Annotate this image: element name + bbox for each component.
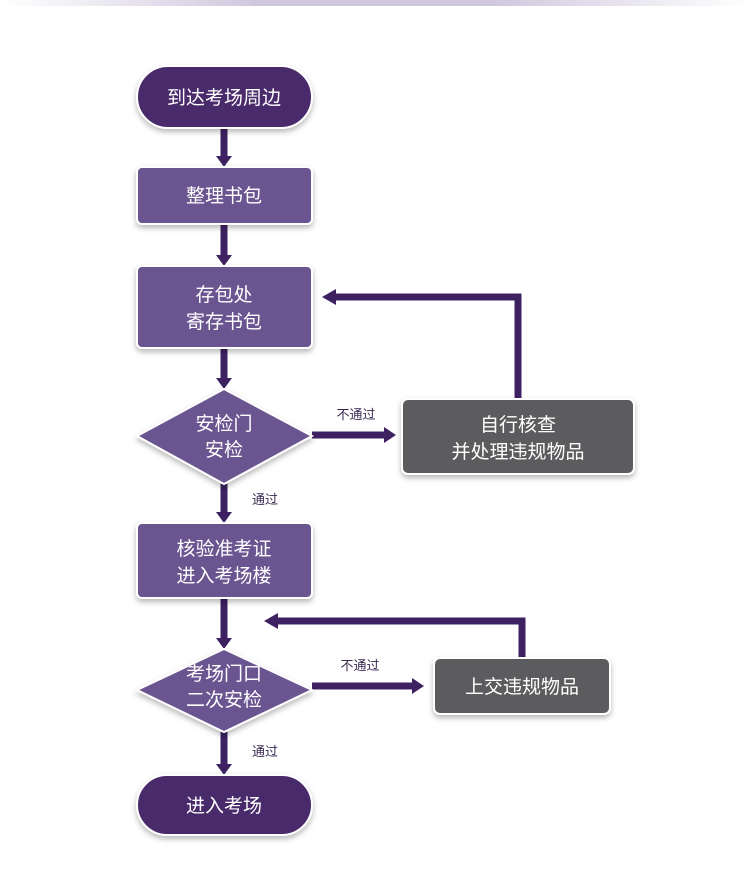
node-second-check-line1: 考场门口 bbox=[186, 663, 262, 685]
node-self-check-line1: 自行核查 bbox=[480, 414, 556, 436]
edge-label-pass-2: 通过 bbox=[252, 745, 278, 760]
node-gate-check-line1: 安检门 bbox=[195, 413, 252, 435]
node-deposit-line2: 寄存书包 bbox=[186, 311, 262, 333]
node-deposit-line1: 存包处 bbox=[195, 284, 252, 306]
node-arrive-label: 到达考场周边 bbox=[167, 87, 281, 109]
node-arrive: 到达考场周边 bbox=[136, 65, 313, 129]
arrow-handin-to-verify bbox=[278, 617, 526, 658]
node-second-check: 考场门口 二次安检 bbox=[134, 647, 315, 734]
node-verify-line2: 进入考场楼 bbox=[176, 565, 271, 587]
arrow-selfcheck-to-deposit bbox=[336, 293, 522, 400]
edge-label-pass-1: 通过 bbox=[252, 493, 278, 508]
node-deposit: 存包处 寄存书包 bbox=[136, 265, 313, 349]
node-enter: 进入考场 bbox=[136, 774, 313, 836]
node-organize-label: 整理书包 bbox=[186, 185, 262, 207]
node-self-check-line2: 并处理违规物品 bbox=[451, 441, 584, 463]
connectors bbox=[216, 128, 526, 775]
edge-label-fail-2: 不通过 bbox=[340, 659, 379, 674]
node-hand-in: 上交违规物品 bbox=[433, 657, 611, 715]
node-verify-line1: 核验准考证 bbox=[176, 538, 271, 560]
node-hand-in-label: 上交违规物品 bbox=[465, 676, 579, 698]
node-second-check-line2: 二次安检 bbox=[186, 689, 262, 711]
node-verify: 核验准考证 进入考场楼 bbox=[136, 522, 313, 599]
top-accent-bar bbox=[0, 0, 750, 6]
node-organize: 整理书包 bbox=[136, 166, 313, 225]
node-gate-check-line2: 安检 bbox=[205, 439, 243, 461]
node-gate-check: 安检门 安检 bbox=[134, 387, 315, 486]
edge-label-fail-1: 不通过 bbox=[336, 408, 375, 423]
node-self-check: 自行核查 并处理违规物品 bbox=[401, 398, 635, 475]
node-enter-label: 进入考场 bbox=[186, 795, 262, 817]
